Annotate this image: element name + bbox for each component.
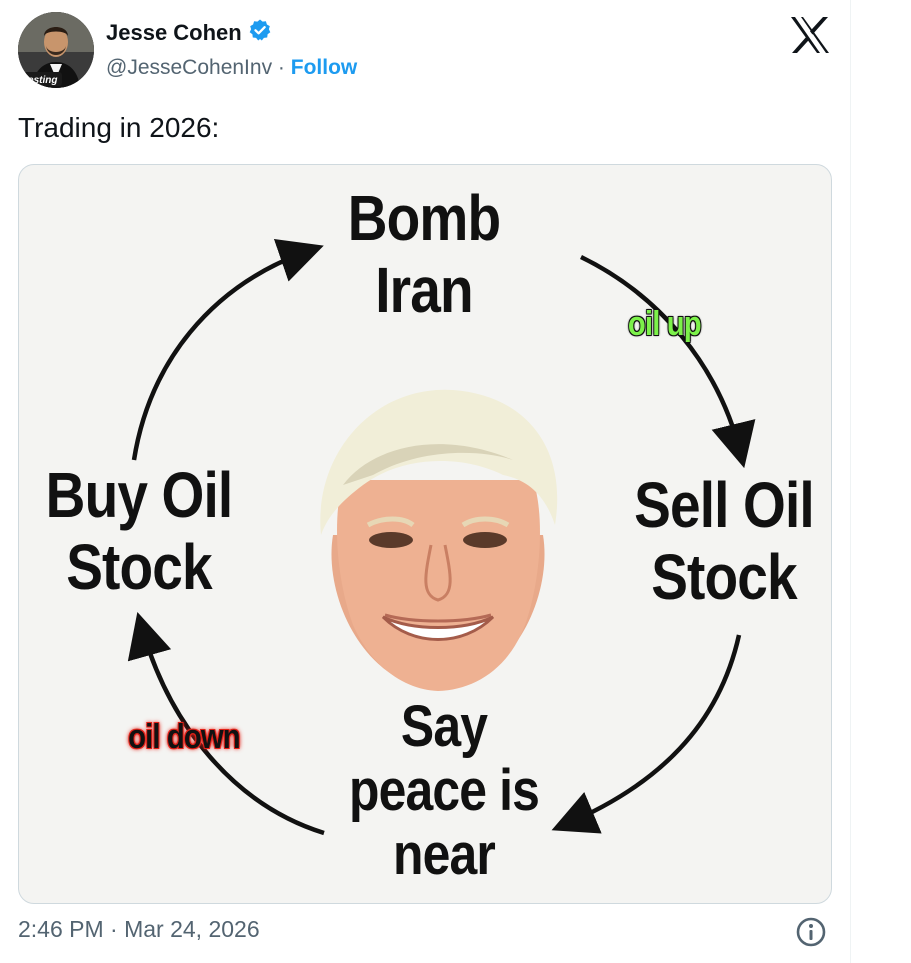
face-illustration (320, 389, 558, 691)
timeline-divider (850, 0, 851, 963)
label-bomb-iran: Bomb Iran (334, 182, 515, 326)
label-say-peace-is-near: Say peace is near (337, 695, 552, 886)
label-buy-oil-stock: Buy Oil Stock (36, 459, 242, 603)
label-bomb-iran-line1: Bomb (347, 182, 501, 254)
separator: · (277, 56, 285, 79)
label-sell-oil-stock: Sell Oil Stock (625, 469, 823, 613)
verified-badge-icon (248, 18, 272, 47)
tag-oil-up: oil up (627, 305, 702, 343)
cycle-arrows (127, 238, 756, 836)
tweet-image[interactable]: Bomb Iran Sell Oil Stock Buy Oil Stock S… (18, 164, 832, 904)
tag-oil-down: oil down (128, 718, 241, 756)
tweet-text: Trading in 2026: (18, 112, 220, 143)
author-name[interactable]: Jesse Cohen (106, 19, 242, 45)
avatar-badge-text: vesting (22, 75, 57, 86)
label-say-line1: Say (400, 694, 488, 759)
author-name-row: Jesse Cohen (106, 18, 272, 47)
author-handle[interactable]: @JesseCohenInv (106, 56, 273, 79)
timestamp[interactable]: 2:46 PM · Mar 24, 2026 (18, 916, 260, 942)
info-icon[interactable] (795, 916, 827, 948)
label-bomb-iran-line2: Iran (375, 253, 473, 326)
author-handle-row: @JesseCohenInv · Follow (106, 56, 357, 80)
label-say-line3: near (393, 821, 496, 887)
label-sell-oil-line1: Sell Oil (634, 469, 815, 541)
label-sell-oil-line2: Stock (651, 540, 797, 613)
label-buy-oil-line2: Stock (66, 530, 212, 603)
x-logo-icon[interactable] (789, 16, 831, 54)
label-say-line2: peace is (348, 757, 540, 823)
follow-button[interactable]: Follow (290, 56, 358, 79)
label-buy-oil-line1: Buy Oil (45, 459, 234, 531)
avatar[interactable]: vesting (18, 12, 94, 88)
